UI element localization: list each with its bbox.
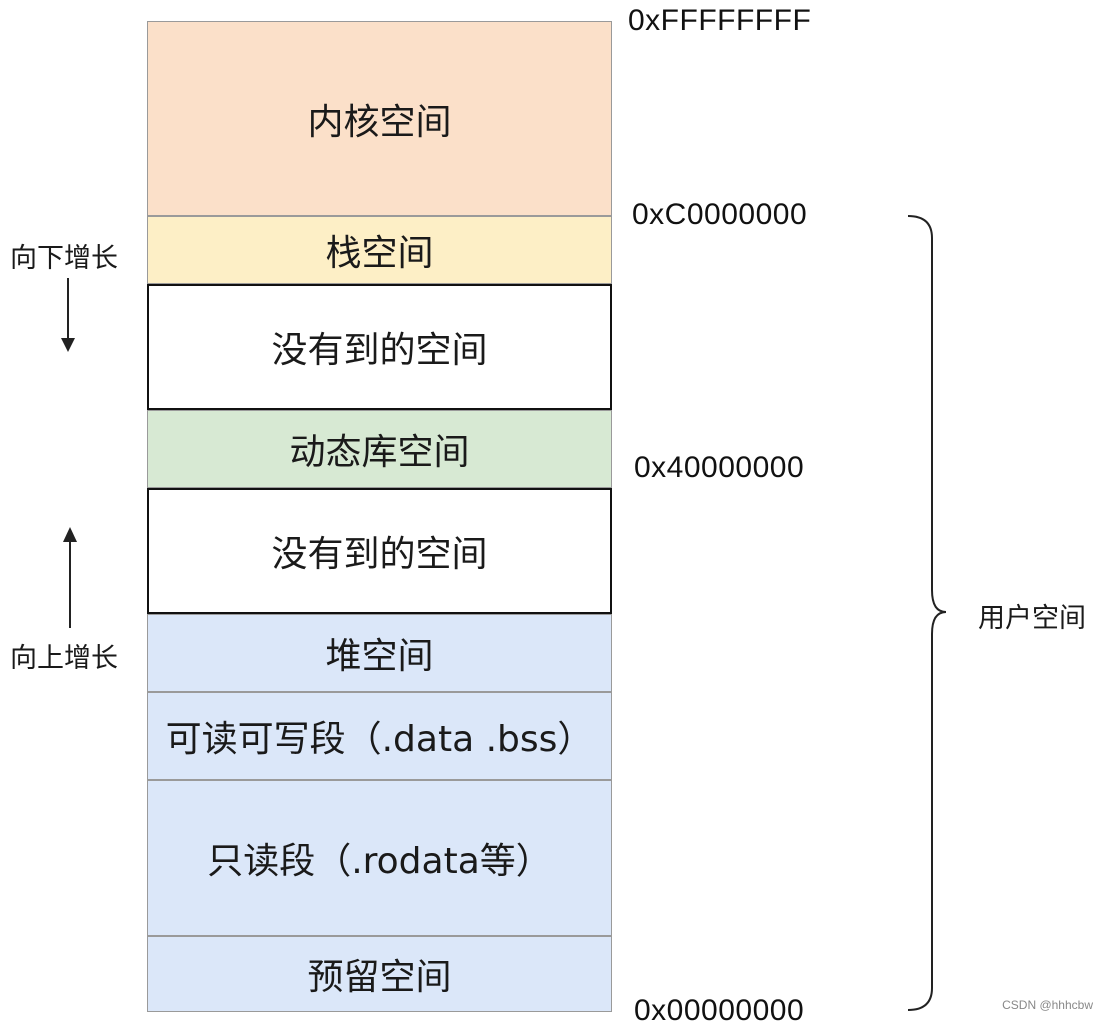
segment-shared-libraries: 动态库空间	[147, 410, 612, 488]
grow-down-label: 向下增长	[10, 243, 118, 274]
segment-kernel-space: 内核空间	[147, 21, 612, 216]
down-arrow-icon	[61, 278, 75, 352]
segment-heap: 堆空间	[147, 614, 612, 692]
segment-label: 堆空间	[325, 636, 434, 677]
user-space-brace	[907, 215, 947, 1011]
address-lib-base: 0x40000000	[634, 451, 805, 484]
grow-up-label: 向上增长	[10, 643, 118, 674]
segment-reserved: 预留空间	[147, 936, 612, 1012]
segment-unmapped-top: 没有到的空间	[147, 284, 612, 410]
up-arrow-icon	[63, 527, 77, 628]
segment-rodata: 只读段（.rodata等）	[147, 780, 612, 936]
segment-label: 栈空间	[325, 233, 434, 274]
segment-unmapped-bottom: 没有到的空间	[147, 488, 612, 614]
segment-stack: 栈空间	[147, 216, 612, 284]
segment-label: 动态库空间	[289, 432, 470, 473]
segment-data-bss: 可读可写段（.data .bss）	[147, 692, 612, 780]
address-kernel-boundary: 0xC0000000	[632, 198, 808, 231]
segment-label: 没有到的空间	[271, 330, 488, 371]
segment-label: 内核空间	[307, 101, 452, 143]
watermark: CSDN @hhhcbw	[1002, 998, 1093, 1012]
segment-label: 只读段（.rodata等）	[207, 841, 552, 882]
segment-label: 预留空间	[307, 957, 452, 998]
segment-label: 没有到的空间	[271, 534, 488, 575]
address-top: 0xFFFFFFFF	[628, 4, 812, 37]
segment-label: 可读可写段（.data .bss）	[165, 719, 594, 760]
user-space-label: 用户空间	[978, 603, 1086, 634]
